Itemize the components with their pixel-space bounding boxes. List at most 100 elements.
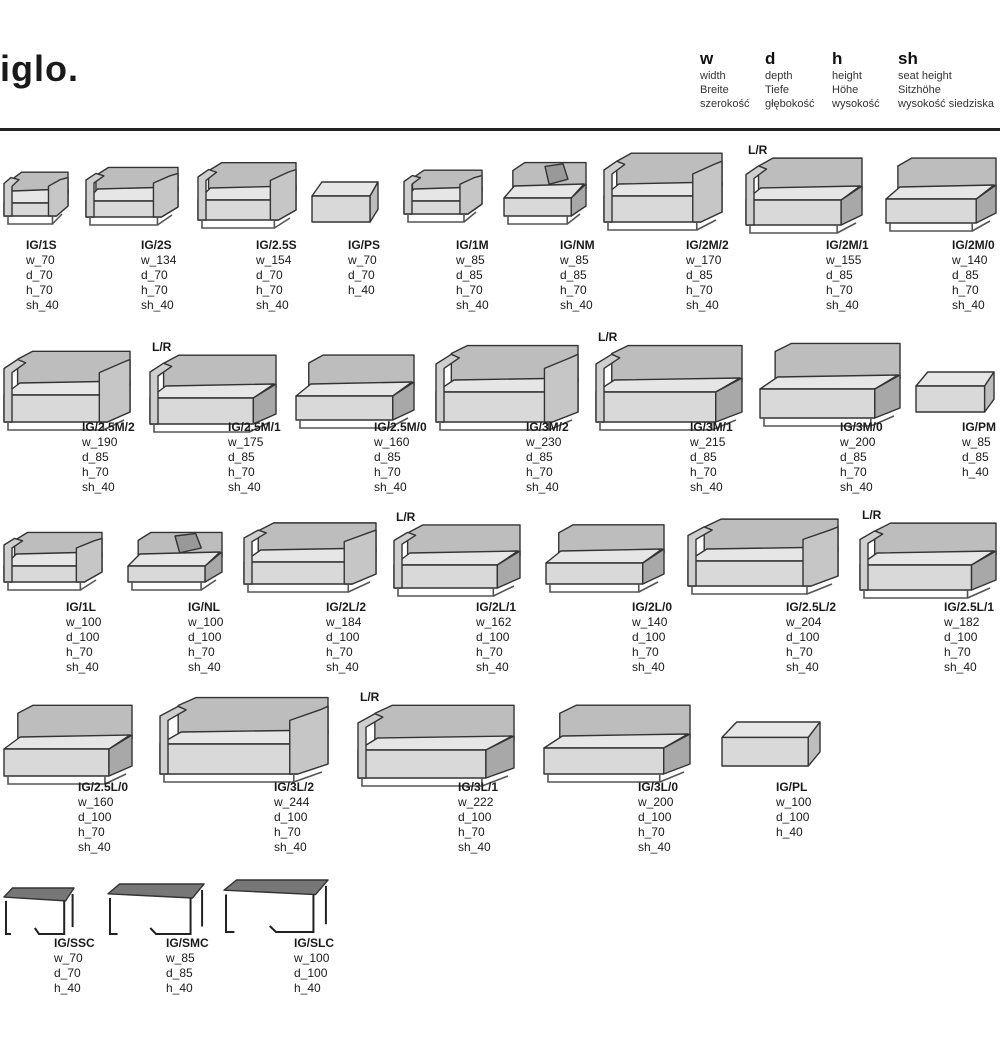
product-dimension: d_70 [54, 966, 81, 980]
sofa-icon [403, 169, 483, 223]
product-image-ig-2-5m-2 [3, 348, 131, 431]
sofa-icon [149, 354, 277, 433]
product-code: IG/2M/1 [826, 238, 869, 252]
sofa-icon [859, 522, 997, 599]
legend-key: w [700, 49, 714, 68]
legend-seat-height: sh seat height Sitzhöhe wysokość siedzis… [898, 50, 994, 111]
legend-key: d [765, 49, 776, 68]
sofa-icon [311, 181, 379, 223]
product-dimension: w_70 [348, 253, 377, 267]
product-dimension: d_100 [632, 630, 666, 644]
legend-width: w width Breite szerokość [700, 49, 750, 111]
table-icon [3, 887, 75, 935]
product-image-ig-nl [127, 530, 223, 591]
product-dimension: sh_40 [78, 840, 111, 854]
product-dimension: d_100 [188, 630, 222, 644]
sofa-icon [393, 524, 521, 597]
product-image-ig-pl [721, 721, 821, 767]
product-image-ig-1s [3, 170, 69, 225]
legend-label-en: width [700, 70, 726, 82]
product-dimension: w_85 [456, 253, 485, 267]
product-dimension: d_85 [690, 450, 717, 464]
product-dimension: h_40 [54, 981, 81, 995]
sofa-icon [435, 344, 579, 431]
product-code: IG/1M [456, 238, 489, 252]
product-dimension: w_100 [294, 951, 330, 965]
product-dimension: sh_40 [82, 480, 115, 494]
product-image-ig-1l [3, 530, 103, 591]
product-dimension: h_70 [638, 825, 665, 839]
product-code: IG/3M/1 [690, 420, 733, 434]
product-dimension: w_140 [632, 615, 668, 629]
product-code: IG/2.5M/0 [374, 420, 427, 434]
product-dimension: d_100 [786, 630, 820, 644]
product-code: IG/2.5L/0 [78, 780, 129, 794]
sofa-icon [197, 162, 297, 229]
product-dimension: w_222 [458, 795, 494, 809]
sofa-icon [357, 704, 515, 787]
product-image-ig-smc [107, 883, 205, 935]
product-dimension: sh_40 [632, 660, 665, 674]
legend-label-pl: szerokość [700, 98, 750, 110]
product-dimension: sh_40 [826, 298, 859, 312]
product-dimension: h_70 [944, 645, 971, 659]
product-dimension: d_100 [66, 630, 100, 644]
product-dimension: d_85 [686, 268, 713, 282]
product-code: IG/3L/2 [274, 780, 315, 794]
product-dimension: h_40 [294, 981, 321, 995]
legend-label-pl: wysokość [832, 98, 880, 110]
product-dimension: w_244 [274, 795, 310, 809]
product-dimension: d_85 [840, 450, 867, 464]
product-code: IG/2.5M/2 [82, 420, 135, 434]
sofa-icon [3, 531, 103, 591]
product-dimension: h_70 [632, 645, 659, 659]
sofa-icon [915, 371, 995, 413]
sofa-icon [243, 522, 377, 593]
product-dimension: d_85 [826, 268, 853, 282]
product-dimension: sh_40 [456, 298, 489, 312]
product-image-ig-2m-2 [603, 150, 723, 231]
product-dimension: d_100 [326, 630, 360, 644]
left-right-variant-label: L/R [748, 143, 768, 157]
product-dimension: sh_40 [840, 480, 873, 494]
legend-label-pl: wysokość siedziska [898, 98, 994, 110]
product-dimension: d_85 [456, 268, 483, 282]
product-dimension: d_85 [228, 450, 255, 464]
product-dimension: d_85 [166, 966, 193, 980]
sofa-icon [3, 171, 69, 225]
product-dimension: w_200 [638, 795, 674, 809]
product-dimension: h_70 [786, 645, 813, 659]
sofa-icon [295, 354, 415, 429]
product-dimension: sh_40 [188, 660, 221, 674]
product-dimension: h_70 [228, 465, 255, 479]
product-dimension: h_70 [326, 645, 353, 659]
sofa-icon [885, 157, 997, 232]
product-dimension: w_100 [776, 795, 812, 809]
product-dimension: w_184 [326, 615, 362, 629]
sofa-icon [543, 704, 691, 783]
header-divider [0, 128, 1000, 131]
product-dimension: w_160 [374, 435, 410, 449]
sofa-icon [85, 166, 179, 226]
product-dimension: d_100 [944, 630, 978, 644]
product-dimension: d_85 [560, 268, 587, 282]
product-image-ig-2m-0 [885, 155, 997, 232]
product-image-ig-2m-1 [745, 155, 863, 234]
product-code: IG/2M/2 [686, 238, 729, 252]
product-dimension: d_70 [141, 268, 168, 282]
product-image-ig-3m-0 [759, 340, 901, 427]
